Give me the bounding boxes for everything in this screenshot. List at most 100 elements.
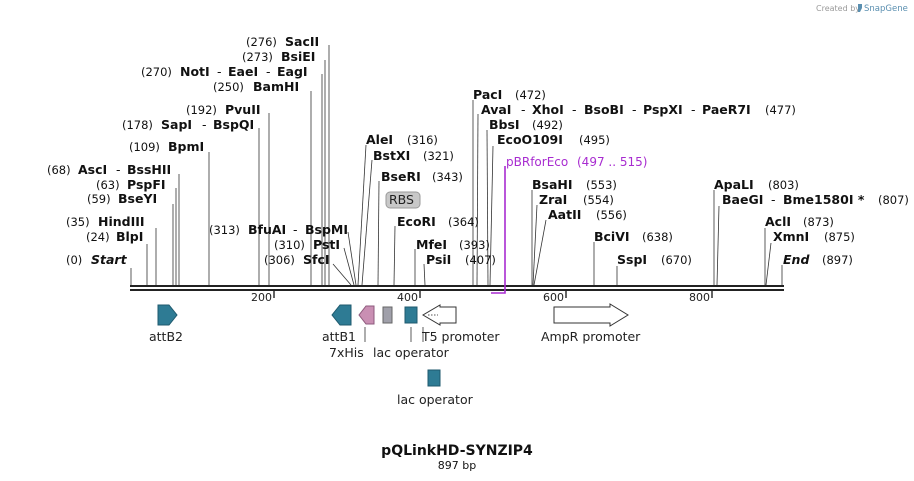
svg-text:XhoI: XhoI bbox=[532, 102, 564, 117]
site-start[interactable]: (0) Start bbox=[66, 252, 128, 267]
site-bfuai[interactable]: (313) BfuAI - BspMI bbox=[209, 222, 348, 237]
svg-text:BsaHI: BsaHI bbox=[532, 177, 573, 192]
svg-text:PspXI: PspXI bbox=[643, 102, 683, 117]
site-sapi[interactable]: (178) SapI - BspQI bbox=[122, 117, 254, 132]
site-bseyi[interactable]: (59) BseYI bbox=[87, 191, 157, 206]
feature-attb1[interactable]: attB1 bbox=[322, 304, 356, 344]
site-xmni[interactable]: XmnI (875) bbox=[773, 229, 855, 244]
svg-text:(393): (393) bbox=[459, 238, 490, 252]
site-psti[interactable]: (310) PstI bbox=[274, 237, 340, 252]
site-bstxi[interactable]: BstXI (321) bbox=[373, 148, 454, 163]
feature-7xhis[interactable]: 7xHis bbox=[329, 305, 375, 360]
svg-text:PvuII: PvuII bbox=[225, 102, 261, 117]
svg-text:BfuAI: BfuAI bbox=[248, 222, 286, 237]
site-sfci[interactable]: (306) SfcI bbox=[264, 252, 330, 267]
site-end[interactable]: End (897) bbox=[783, 252, 853, 267]
site-bbsi[interactable]: BbsI (492) bbox=[489, 117, 563, 132]
site-ecoo109i[interactable]: EcoO109I (495) bbox=[497, 132, 610, 147]
svg-text:PspFI: PspFI bbox=[127, 177, 166, 192]
tick-800: 800 bbox=[689, 291, 710, 304]
feature-attb2[interactable]: attB2 bbox=[149, 304, 183, 344]
primer-pBRforEco[interactable]: pBRforEco (497 .. 515) bbox=[491, 155, 647, 294]
svg-text:(109): (109) bbox=[129, 140, 160, 154]
svg-text:-: - bbox=[202, 117, 207, 132]
site-sspi[interactable]: SspI (670) bbox=[617, 252, 692, 267]
svg-text:PstI: PstI bbox=[313, 237, 340, 252]
feature-lac-operator-2[interactable]: lac operator bbox=[397, 369, 474, 407]
svg-text:BsiEI: BsiEI bbox=[281, 49, 315, 64]
svg-text:(316): (316) bbox=[407, 133, 438, 147]
site-apali[interactable]: ApaLI (803) bbox=[714, 177, 799, 192]
svg-text:(273): (273) bbox=[242, 50, 273, 64]
site-asci[interactable]: (68) AscI - BssHII bbox=[47, 162, 171, 177]
svg-text:(554): (554) bbox=[583, 193, 614, 207]
svg-text:(250): (250) bbox=[213, 80, 244, 94]
feature-gray-block[interactable] bbox=[382, 306, 393, 324]
primer-range: (497 .. 515) bbox=[577, 155, 647, 169]
site-pspfi[interactable]: (63) PspFI bbox=[96, 177, 166, 192]
svg-text:(477): (477) bbox=[765, 103, 796, 117]
ampr-label: AmpR promoter bbox=[541, 329, 641, 344]
svg-text:(556): (556) bbox=[596, 208, 627, 222]
svg-text:SfcI: SfcI bbox=[303, 252, 330, 267]
svg-text:ZraI: ZraI bbox=[539, 192, 567, 207]
site-psii[interactable]: PsiI (407) bbox=[426, 252, 496, 267]
site-bsiei[interactable]: (273) BsiEI bbox=[242, 49, 315, 64]
svg-text:(492): (492) bbox=[532, 118, 563, 132]
svg-text:(35): (35) bbox=[66, 215, 90, 229]
site-noti[interactable]: (270) NotI - EaeI - EagI bbox=[141, 64, 308, 79]
svg-text:(670): (670) bbox=[661, 253, 692, 267]
site-bseri[interactable]: BseRI (343) bbox=[381, 169, 463, 184]
site-sacii[interactable]: (276) SacII bbox=[246, 34, 319, 49]
site-acli[interactable]: AclI (873) bbox=[765, 214, 834, 229]
feature-lac-operator-1[interactable]: lac operator bbox=[373, 306, 450, 360]
feature-ampr-promoter[interactable]: AmpR promoter bbox=[541, 303, 641, 344]
svg-text:AatII: AatII bbox=[548, 207, 581, 222]
credit-prefix: Created by bbox=[816, 4, 860, 13]
svg-text:SacII: SacII bbox=[285, 34, 319, 49]
feature-rbs[interactable]: RBS bbox=[385, 191, 421, 209]
svg-text:-: - bbox=[521, 102, 526, 117]
site-bpmi[interactable]: (109) BpmI bbox=[129, 139, 204, 154]
svg-text:(407): (407) bbox=[465, 253, 496, 267]
attb1-label: attB1 bbox=[322, 329, 356, 344]
attb2-label: attB2 bbox=[149, 329, 183, 344]
svg-text:EcoO109I: EcoO109I bbox=[497, 132, 563, 147]
feature-t5-promoter[interactable]: T5 promoter bbox=[421, 304, 500, 344]
svg-text:(0): (0) bbox=[66, 253, 82, 267]
svg-text:(803): (803) bbox=[768, 178, 799, 192]
site-bcivi[interactable]: BciVI (638) bbox=[594, 229, 673, 244]
svg-text:BssHII: BssHII bbox=[127, 162, 171, 177]
svg-text:(553): (553) bbox=[586, 178, 617, 192]
svg-text:(192): (192) bbox=[186, 103, 217, 117]
credit: Created by SnapGene bbox=[816, 4, 908, 14]
site-mfei[interactable]: MfeI (393) bbox=[416, 237, 490, 252]
site-bsahi[interactable]: BsaHI (553) bbox=[532, 177, 617, 192]
site-ecori[interactable]: EcoRI (364) bbox=[397, 214, 479, 229]
svg-text:-: - bbox=[572, 102, 577, 117]
svg-text:BsoBI: BsoBI bbox=[584, 102, 624, 117]
site-alei[interactable]: AleI (316) bbox=[366, 132, 438, 147]
svg-text:-: - bbox=[691, 102, 696, 117]
svg-text:-: - bbox=[266, 64, 271, 79]
svg-text:BspMI: BspMI bbox=[305, 222, 348, 237]
tick-200: 200 bbox=[251, 291, 272, 304]
svg-text:NotI: NotI bbox=[180, 64, 210, 79]
svg-text:(897): (897) bbox=[822, 253, 853, 267]
svg-text:(63): (63) bbox=[96, 178, 120, 192]
svg-text:ApaLI: ApaLI bbox=[714, 177, 754, 192]
site-aatii[interactable]: AatII (556) bbox=[548, 207, 627, 222]
site-hindiii[interactable]: (35) HindIII bbox=[66, 214, 145, 229]
site-paci[interactable]: PacI (472) bbox=[473, 87, 546, 102]
site-avai[interactable]: AvaI - XhoI - BsoBI - PspXI - PaeR7I (47… bbox=[481, 102, 796, 117]
svg-text:(343): (343) bbox=[432, 170, 463, 184]
site-baegi[interactable]: BaeGI - Bme1580I * (807) bbox=[722, 192, 909, 207]
site-blpi[interactable]: (24) BlpI bbox=[86, 229, 143, 244]
svg-text:PsiI: PsiI bbox=[426, 252, 451, 267]
t5-label: T5 promoter bbox=[421, 329, 500, 344]
site-pvuii[interactable]: (192) PvuII bbox=[186, 102, 261, 117]
svg-text:BseRI: BseRI bbox=[381, 169, 421, 184]
site-zrai[interactable]: ZraI (554) bbox=[539, 192, 614, 207]
svg-text:(807): (807) bbox=[878, 193, 909, 207]
site-bamhi[interactable]: (250) BamHI bbox=[213, 79, 299, 94]
